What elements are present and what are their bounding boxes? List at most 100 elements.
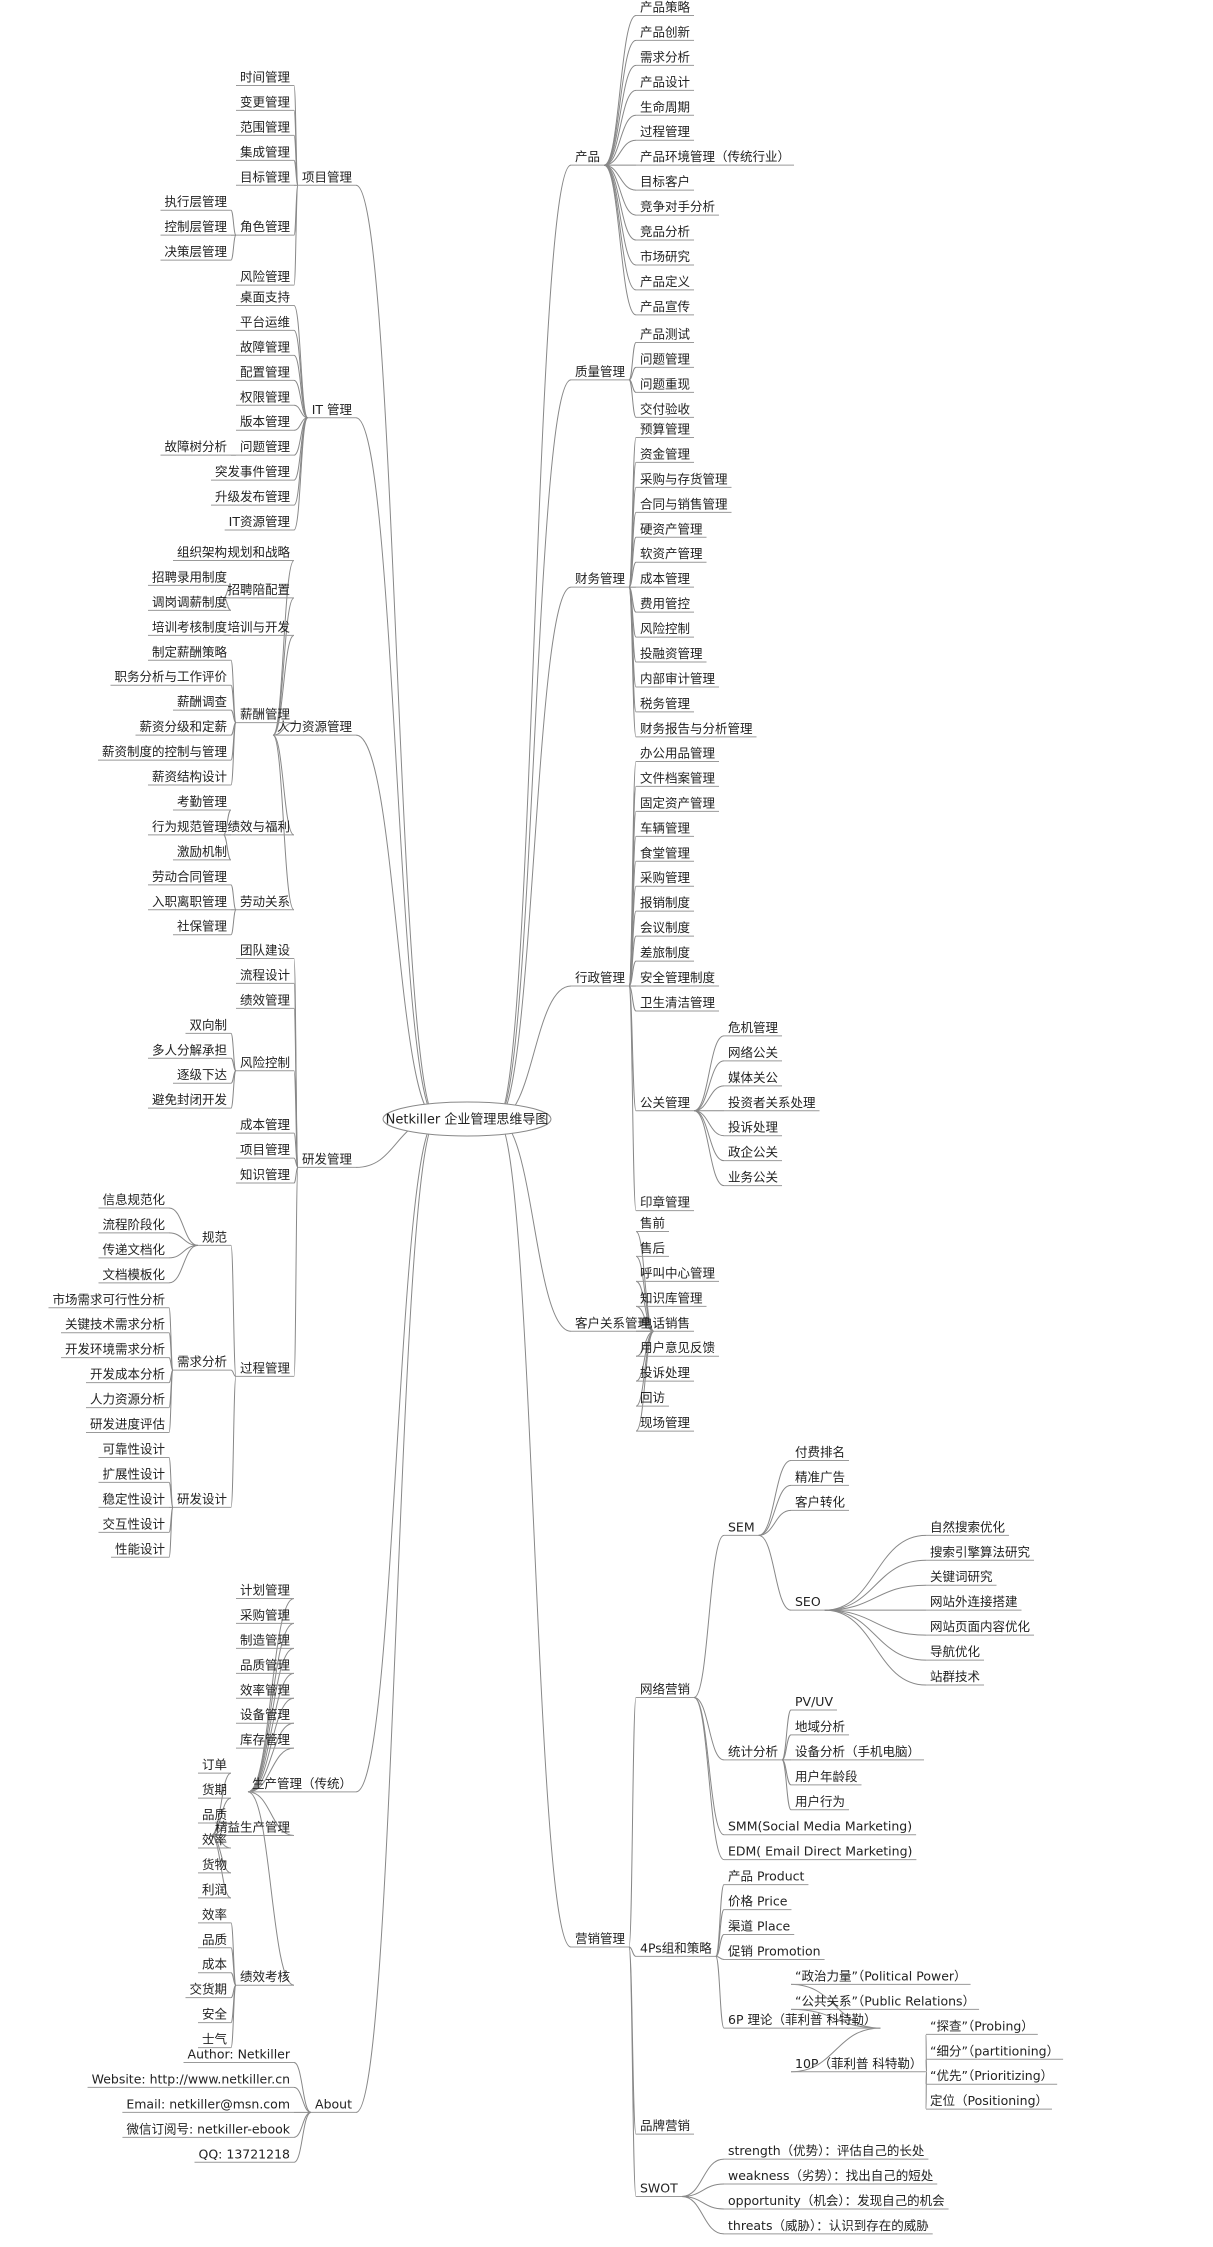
- topic-leaf[interactable]: 目标管理: [235, 169, 294, 186]
- topic-branch[interactable]: SEO: [791, 1594, 825, 1611]
- topic-leaf[interactable]: 采购管理: [636, 870, 695, 887]
- topic-leaf[interactable]: 微信订阅号: netkiller-ebook: [122, 2121, 294, 2138]
- topic-leaf[interactable]: 时间管理: [235, 69, 294, 86]
- topic-branch[interactable]: 质量管理: [571, 364, 630, 381]
- topic-leaf[interactable]: 利润: [197, 1882, 231, 1899]
- topic-leaf[interactable]: 知识管理: [235, 1167, 294, 1184]
- topic-leaf[interactable]: 投诉处理: [724, 1120, 783, 1137]
- topic-leaf[interactable]: “探查”（Probing）: [926, 2018, 1038, 2035]
- topic-branch[interactable]: 4Ps组和策略: [636, 1940, 716, 1957]
- topic-leaf[interactable]: 产品创新: [636, 24, 695, 41]
- topic-leaf[interactable]: 制造管理: [235, 1632, 294, 1649]
- topic-leaf[interactable]: 呼叫中心管理: [636, 1265, 720, 1282]
- topic-leaf[interactable]: 硬资产管理: [636, 521, 707, 538]
- topic-leaf[interactable]: Author: Netkiller: [183, 2046, 294, 2063]
- topic-leaf[interactable]: 范围管理: [235, 119, 294, 136]
- topic-leaf[interactable]: 费用管控: [636, 596, 695, 613]
- topic-leaf[interactable]: 可靠性设计: [98, 1441, 169, 1458]
- topic-leaf[interactable]: “公共关系”（Public Relations）: [791, 1993, 980, 2010]
- topic-leaf[interactable]: 采购与存货管理: [636, 471, 732, 488]
- topic-leaf[interactable]: weakness（劣势）：找出自己的短处: [724, 2168, 938, 2185]
- topic-leaf[interactable]: 货物: [197, 1857, 231, 1874]
- topic-leaf[interactable]: 固定资产管理: [636, 795, 720, 812]
- topic-leaf[interactable]: 价格 Price: [724, 1894, 792, 1911]
- topic-leaf[interactable]: 竞争对手分析: [636, 199, 720, 216]
- topic-leaf[interactable]: 站群技术: [926, 1669, 985, 1686]
- topic-leaf[interactable]: 售前: [636, 1215, 670, 1232]
- topic-leaf[interactable]: 绩效管理: [235, 992, 294, 1009]
- topic-leaf[interactable]: 品质: [197, 1932, 231, 1949]
- topic-leaf[interactable]: 效率: [197, 1907, 231, 1924]
- topic-leaf[interactable]: 库存管理: [235, 1732, 294, 1749]
- topic-leaf[interactable]: 变更管理: [235, 94, 294, 111]
- topic-leaf[interactable]: Website: http://www.netkiller.cn: [87, 2071, 294, 2088]
- topic-leaf[interactable]: 促销 Promotion: [724, 1943, 825, 1960]
- topic-leaf[interactable]: 故障管理: [235, 339, 294, 356]
- topic-leaf[interactable]: 安全: [197, 2007, 231, 2024]
- topic-leaf[interactable]: 升级发布管理: [210, 489, 294, 506]
- topic-leaf[interactable]: 信息规范化: [98, 1192, 169, 1209]
- topic-leaf[interactable]: 自然搜索优化: [926, 1519, 1010, 1536]
- topic-leaf[interactable]: 职务分析与工作评价: [110, 669, 231, 686]
- topic-leaf[interactable]: 激励机制: [172, 844, 231, 861]
- topic-leaf[interactable]: 内部审计管理: [636, 671, 720, 688]
- topic-leaf[interactable]: 组织架构: [172, 544, 231, 561]
- topic-leaf[interactable]: 导航优化: [926, 1644, 985, 1661]
- topic-leaf[interactable]: 用户年龄段: [791, 1769, 862, 1786]
- topic-leaf[interactable]: opportunity（机会）：发现自己的机会: [724, 2193, 949, 2210]
- topic-leaf[interactable]: threats（威胁）：认识到存在的威胁: [724, 2218, 933, 2235]
- topic-leaf[interactable]: 控制层管理: [160, 219, 231, 236]
- topic-leaf[interactable]: 风险管理: [235, 269, 294, 286]
- topic-leaf[interactable]: 食堂管理: [636, 845, 695, 862]
- topic-leaf[interactable]: 投诉处理: [636, 1365, 695, 1382]
- topic-leaf[interactable]: 媒体关公: [724, 1070, 783, 1087]
- topic-leaf[interactable]: SMM(Social Media Marketing): [724, 1819, 917, 1836]
- topic-leaf[interactable]: 配置管理: [235, 364, 294, 381]
- topic-leaf[interactable]: 现场管理: [636, 1415, 695, 1432]
- topic-leaf[interactable]: 传递文档化: [98, 1242, 169, 1259]
- topic-leaf[interactable]: 交货期: [185, 1982, 231, 1999]
- topic-leaf[interactable]: 印章管理: [636, 1195, 695, 1212]
- topic-leaf[interactable]: 制定薪酬策略: [147, 644, 231, 661]
- topic-branch[interactable]: 生产管理（传统）: [247, 1776, 356, 1793]
- topic-leaf[interactable]: 财务报告与分析管理: [636, 721, 757, 738]
- topic-branch[interactable]: 公关管理: [636, 1095, 695, 1112]
- topic-leaf[interactable]: 效率: [197, 1832, 231, 1849]
- topic-leaf[interactable]: PV/UV: [791, 1694, 838, 1711]
- topic-leaf[interactable]: 性能设计: [110, 1541, 169, 1558]
- topic-leaf[interactable]: 成本: [197, 1957, 231, 1974]
- topic-leaf[interactable]: 投融资管理: [636, 646, 707, 663]
- topic-branch[interactable]: 问题管理: [235, 439, 294, 456]
- topic-leaf[interactable]: 政企公关: [724, 1145, 783, 1162]
- topic-leaf[interactable]: 文档模板化: [98, 1267, 169, 1284]
- topic-leaf[interactable]: 合同与销售管理: [636, 496, 732, 513]
- topic-leaf[interactable]: 采购管理: [235, 1607, 294, 1624]
- central-topic[interactable]: Netkiller 企业管理思维导图: [382, 1101, 552, 1137]
- topic-leaf[interactable]: 培训考核制度: [147, 619, 231, 636]
- topic-leaf[interactable]: 定位（Positioning）: [926, 2093, 1052, 2110]
- topic-leaf[interactable]: 渠道 Place: [724, 1919, 795, 1936]
- topic-leaf[interactable]: 品牌营销: [636, 2118, 695, 2135]
- topic-branch[interactable]: 需求分析: [172, 1354, 231, 1371]
- topic-leaf[interactable]: 行为规范管理: [147, 819, 231, 836]
- topic-leaf[interactable]: 交互性设计: [98, 1516, 169, 1533]
- topic-leaf[interactable]: 避免封闭开发: [147, 1092, 231, 1109]
- topic-branch[interactable]: SEM: [724, 1519, 759, 1536]
- topic-leaf[interactable]: 薪酬调查: [172, 694, 231, 711]
- topic-leaf[interactable]: 平台运维: [235, 314, 294, 331]
- topic-leaf[interactable]: 研发进度评估: [85, 1417, 169, 1434]
- topic-branch[interactable]: 招聘陪配置: [223, 582, 294, 599]
- topic-leaf[interactable]: 预算管理: [636, 421, 695, 438]
- topic-leaf[interactable]: “政治力量”（Political Power）: [791, 1968, 971, 1985]
- topic-leaf[interactable]: 开发环境需求分析: [60, 1342, 169, 1359]
- topic-leaf[interactable]: 版本管理: [235, 414, 294, 431]
- topic-leaf[interactable]: 项目管理: [235, 1142, 294, 1159]
- topic-leaf[interactable]: 交付验收: [636, 401, 695, 418]
- topic-leaf[interactable]: 多人分解承担: [147, 1042, 231, 1059]
- topic-leaf[interactable]: 双向制: [185, 1017, 231, 1034]
- topic-leaf[interactable]: 人力资源分析: [85, 1392, 169, 1409]
- topic-leaf[interactable]: 团队建设: [235, 942, 294, 959]
- topic-leaf[interactable]: 成本管理: [636, 571, 695, 588]
- topic-leaf[interactable]: 税务管理: [636, 696, 695, 713]
- topic-leaf[interactable]: 执行层管理: [160, 194, 231, 211]
